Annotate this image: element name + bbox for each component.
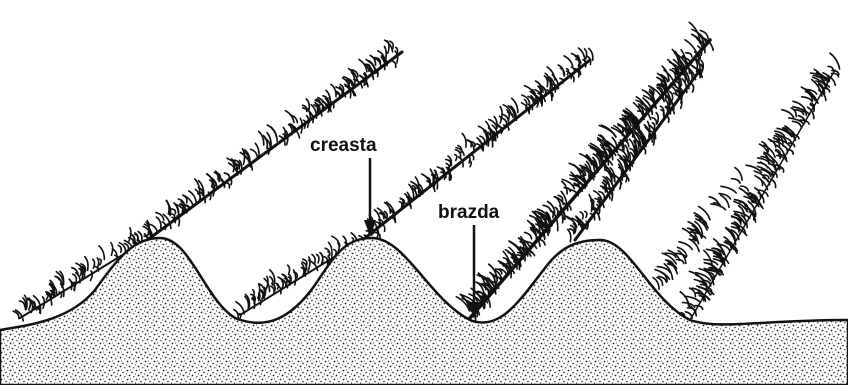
hatch-stroke — [399, 202, 402, 208]
hatch-stroke — [156, 213, 164, 221]
hatch-stroke — [792, 121, 801, 126]
hatch-stroke — [285, 111, 294, 123]
hatch-stroke — [625, 174, 627, 182]
hatch-stroke — [692, 84, 694, 92]
hatch-stroke — [558, 65, 563, 75]
hatch-stroke — [789, 118, 804, 124]
hatch-stroke — [690, 288, 696, 297]
hatch-stroke — [288, 265, 290, 274]
hatch-stroke — [261, 292, 263, 299]
hatch-stroke — [189, 191, 197, 203]
hatch-stroke — [585, 211, 587, 217]
hatch-stroke — [550, 210, 553, 217]
hatch-stroke — [79, 269, 81, 276]
hatch-stroke — [674, 93, 680, 99]
hatch-stroke — [259, 131, 264, 145]
hatch-stroke — [666, 116, 669, 123]
hatch-stroke — [580, 212, 583, 219]
hatch-stroke — [226, 183, 230, 189]
hatch-stroke — [156, 217, 161, 228]
hatch-stroke — [768, 139, 775, 147]
hatch-stroke — [455, 155, 457, 161]
hatch-stroke — [468, 140, 472, 147]
hatch-stroke — [16, 310, 24, 321]
hatch-stroke — [283, 128, 285, 139]
hatch-stroke — [721, 186, 736, 193]
hatch-stroke — [735, 168, 742, 181]
hatch-stroke — [118, 245, 121, 252]
hatch-stroke — [642, 148, 646, 154]
hatch-stroke — [686, 53, 692, 57]
hatch-stroke — [303, 108, 313, 117]
hatch-stroke — [171, 209, 175, 214]
hatch-stroke — [468, 156, 470, 163]
hatch-stroke — [564, 56, 573, 67]
hatch-stroke — [525, 232, 532, 239]
furrow-label: brazda — [438, 202, 500, 223]
hatch-stroke — [422, 174, 431, 185]
hatch-stroke — [391, 61, 396, 68]
crest-label: creasta — [310, 135, 377, 156]
crest-arrow-head — [364, 220, 376, 236]
hatch-stroke — [589, 195, 592, 212]
hatch-stroke — [73, 274, 77, 282]
hatch-stroke — [251, 149, 258, 157]
hatch-stroke — [317, 255, 319, 263]
hatch-stroke — [99, 246, 104, 260]
hatch-stroke — [91, 271, 93, 281]
hatch-stroke — [568, 229, 571, 241]
hatch-stroke — [802, 97, 813, 102]
hatch-stroke — [308, 257, 310, 271]
hatch-stroke — [782, 110, 794, 118]
hatch-stroke — [731, 179, 740, 183]
hatch-stroke — [46, 294, 48, 299]
hatch-stroke — [198, 194, 201, 200]
hatch-stroke — [462, 133, 466, 147]
hatch-stroke — [470, 161, 472, 167]
hatch-stroke — [20, 301, 25, 307]
hatch-stroke — [224, 173, 229, 178]
hatch-stroke — [271, 286, 274, 294]
hatch-stroke — [282, 281, 284, 289]
hatch-stroke — [331, 84, 336, 96]
hatch-stroke — [544, 89, 546, 95]
hatch-stroke — [359, 59, 367, 71]
hatch-stroke — [100, 259, 102, 265]
hatch-stroke — [619, 178, 621, 189]
hatch-stroke — [575, 70, 579, 77]
hatch-stroke — [555, 207, 558, 215]
